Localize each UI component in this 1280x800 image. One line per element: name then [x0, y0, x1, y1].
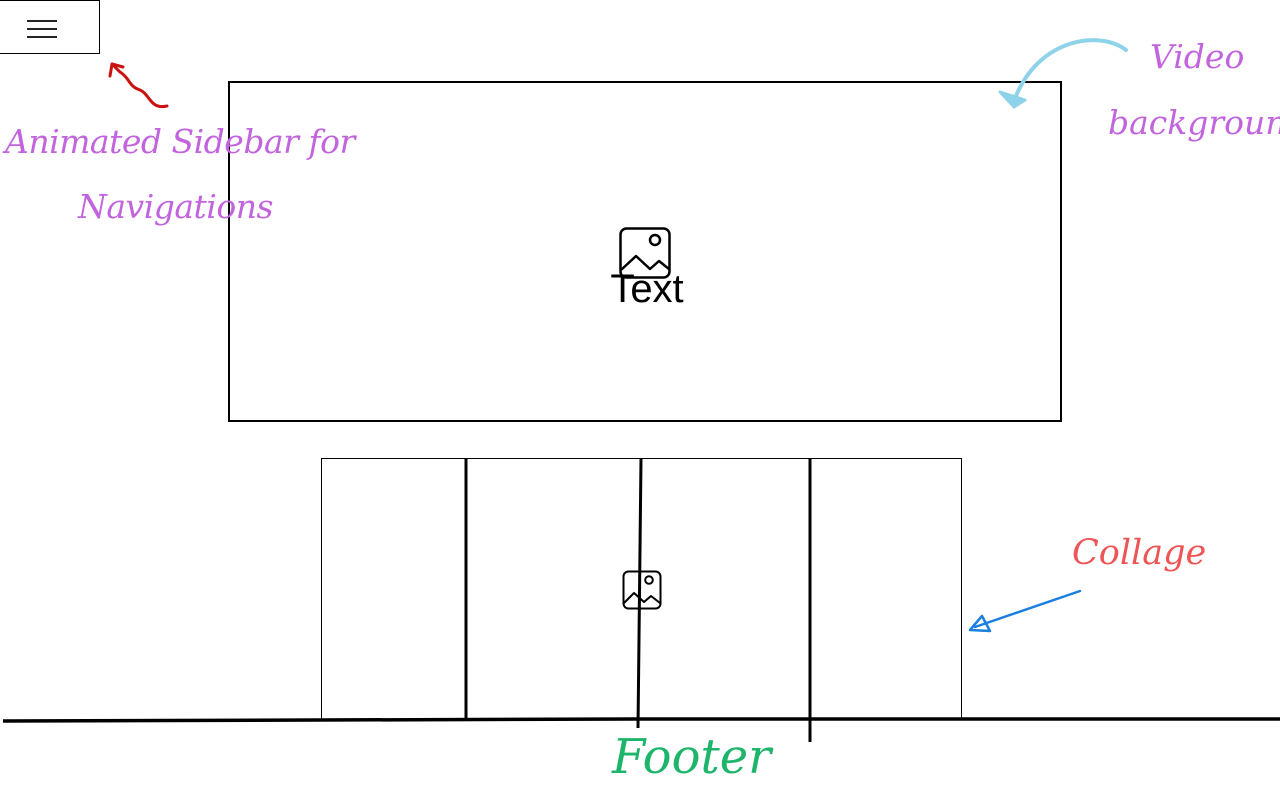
- footer-annotation: Footer: [612, 729, 772, 785]
- video-background-hero: Text: [228, 81, 1062, 422]
- video-annotation-line2: background: [1108, 103, 1280, 142]
- hamburger-menu-icon-middle: [27, 28, 57, 30]
- sidebar-arrow-icon: [110, 62, 169, 109]
- video-annotation-line1: Video: [1150, 37, 1245, 76]
- sidebar-annotation-line1: Animated Sidebar for: [5, 122, 355, 161]
- image-placeholder-icon: [622, 570, 662, 610]
- sidebar-arrowhead-icon: [108, 62, 125, 78]
- video-arrowhead-icon: [998, 90, 1027, 109]
- footer-divider-line: [2, 717, 1280, 723]
- collage-arrow-icon: [973, 589, 1082, 629]
- collage-divider: [636, 458, 643, 729]
- collage-annotation: Collage: [1072, 533, 1207, 573]
- sidebar-annotation-line2: Navigations: [78, 187, 273, 226]
- hamburger-menu-icon-bottom: [27, 36, 57, 38]
- video-arrow-icon: [1014, 38, 1128, 98]
- hero-text: Text: [610, 267, 684, 311]
- hamburger-menu-button[interactable]: [0, 0, 100, 54]
- image-placeholder-icon: [619, 227, 671, 279]
- collage-arrowhead-icon: [968, 614, 992, 633]
- hamburger-menu-icon: [27, 20, 57, 22]
